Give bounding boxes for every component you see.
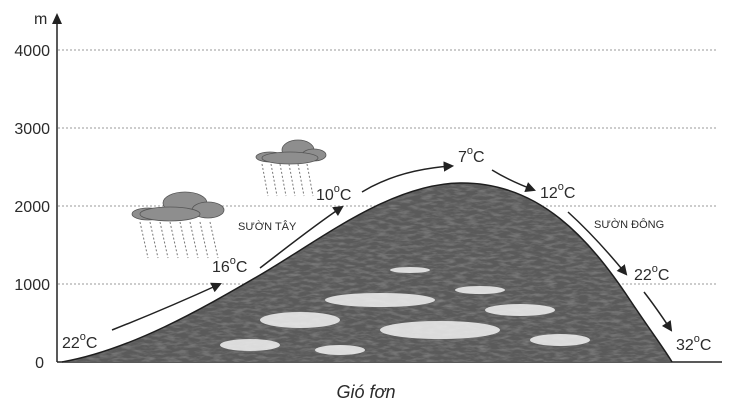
rain-cloud-large-icon (131, 191, 225, 259)
wind-arrow-4 (491, 169, 536, 192)
temperature-label: 32oC (676, 333, 711, 354)
temperature-labels: 22oC 16oC 10oC 7oC 12oC 22oC 32oC (62, 145, 711, 354)
east-slope-label: SƯỜN ĐÔNG (594, 218, 664, 231)
mountain (61, 182, 673, 363)
wind-arrow-3 (361, 161, 455, 193)
temperature-label: 7oC (458, 145, 485, 166)
wind-arrow-6 (643, 291, 673, 332)
wind-arrow-5 (567, 211, 628, 276)
temperature-label: 10oC (316, 183, 351, 204)
y-tick-3000: 3000 (14, 121, 50, 138)
diagram-caption: Gió fơn (337, 382, 396, 402)
temperature-label: 22oC (62, 331, 97, 352)
y-tick-0: 0 (35, 355, 44, 372)
y-tick-1000: 1000 (14, 277, 50, 294)
rain-cloud-small-icon (255, 139, 327, 197)
west-slope-label: SƯỜN TÂY (238, 220, 297, 233)
temperature-label: 16oC (212, 255, 247, 276)
temperature-label: 22oC (634, 263, 669, 284)
y-axis-unit: m (34, 11, 47, 28)
mountain-highlights (220, 267, 590, 355)
mountain-outline (61, 182, 673, 363)
wind-arrow-1 (111, 282, 222, 331)
wind-arrows (111, 161, 673, 332)
wind-arrow-2 (259, 205, 344, 269)
y-tick-labels: 0 1000 2000 3000 4000 (14, 43, 50, 372)
mountain-body (62, 182, 672, 362)
temperature-label: 12oC (540, 181, 575, 202)
y-tick-4000: 4000 (14, 43, 50, 60)
y-axis-arrow-icon (52, 13, 62, 24)
y-tick-2000: 2000 (14, 199, 50, 216)
